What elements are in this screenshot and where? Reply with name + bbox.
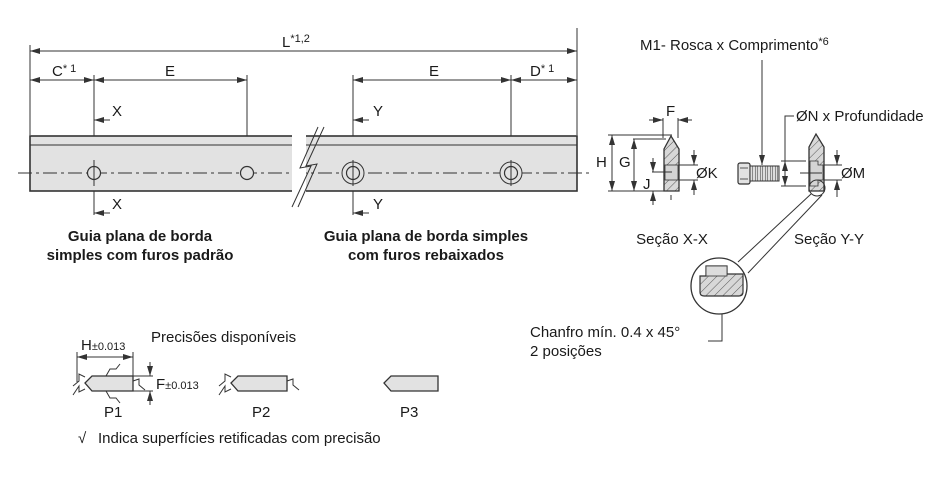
detail-leader-2 bbox=[747, 194, 823, 274]
label-E-right: E bbox=[429, 63, 439, 80]
break-line-1 bbox=[291, 126, 319, 208]
chamfer-leader bbox=[708, 314, 723, 342]
label-M1: M1- Rosca x Comprimento*6 bbox=[640, 36, 829, 54]
precision-title: Precisões disponíveis bbox=[151, 329, 296, 346]
label-P3: P3 bbox=[400, 404, 418, 421]
ground-surface-legend: Indica superfícies retificadas com preci… bbox=[98, 430, 381, 447]
label-H-tolerance: H±0.013 bbox=[81, 337, 125, 354]
section-yy: M1- Rosca x Comprimento*6 ØN x Profundid… bbox=[640, 36, 924, 274]
section-xx-title: Seção X-X bbox=[636, 231, 708, 248]
section-xx-profile bbox=[663, 134, 680, 192]
caption-counterbored-line1: Guia plana de borda simples bbox=[324, 228, 528, 245]
ground-surface-marks-P1 bbox=[72, 363, 146, 404]
label-x-top: X bbox=[112, 103, 122, 120]
standard-hole-2 bbox=[239, 165, 255, 181]
label-G: G bbox=[619, 154, 631, 171]
precision-options: Precisões disponíveis H±0.013 F±0.013 P1 bbox=[72, 329, 439, 447]
caption-standard-line2: simples com furos padrão bbox=[47, 247, 234, 264]
label-x-bottom: X bbox=[112, 196, 122, 213]
ground-surface-symbol-icon: √ bbox=[78, 430, 87, 447]
caption-counterbored-line2: com furos rebaixados bbox=[348, 247, 504, 264]
ground-surface-marks-P2 bbox=[218, 373, 300, 396]
label-J: J bbox=[643, 176, 651, 193]
label-D: D* 1 bbox=[530, 63, 554, 80]
detail-marker-circle bbox=[808, 179, 826, 197]
label-L: L*1,2 bbox=[282, 33, 310, 51]
profile-P2 bbox=[230, 375, 288, 392]
chamfer-note-line2: 2 posições bbox=[530, 343, 602, 360]
rail-elevation: L*1,2 C* 1 E E D* 1 X X Y Y bbox=[18, 28, 590, 216]
bolt-icon bbox=[737, 162, 780, 185]
leader-N bbox=[784, 115, 794, 186]
break-line-2 bbox=[297, 126, 325, 208]
profile-P3 bbox=[383, 375, 439, 392]
section-xx: F H G J ØK Seção X-X bbox=[596, 103, 718, 248]
section-yy-title: Seção Y-Y bbox=[794, 231, 864, 248]
label-F: F bbox=[666, 103, 675, 120]
label-K: ØK bbox=[696, 165, 718, 182]
break-gap bbox=[292, 130, 306, 200]
label-y-top: Y bbox=[373, 103, 383, 120]
label-y-bottom: Y bbox=[373, 196, 383, 213]
label-M: ØM bbox=[841, 165, 865, 182]
profile-P1 bbox=[84, 375, 134, 392]
detail-counterbore bbox=[705, 265, 728, 277]
label-H: H bbox=[596, 154, 607, 171]
detail-leader-1 bbox=[737, 193, 812, 263]
label-F-tolerance: F±0.013 bbox=[156, 376, 199, 393]
label-N: ØN x Profundidade bbox=[796, 108, 924, 125]
label-E-left: E bbox=[165, 63, 175, 80]
chamfer-note-line1: Chanfro mín. 0.4 x 45° bbox=[530, 324, 680, 341]
label-P2: P2 bbox=[252, 404, 270, 421]
chamfer-detail: Chanfro mín. 0.4 x 45° 2 posições bbox=[530, 257, 748, 360]
label-C: C* 1 bbox=[52, 63, 76, 80]
caption-standard-line1: Guia plana de borda bbox=[68, 228, 213, 245]
label-P1: P1 bbox=[104, 404, 122, 421]
